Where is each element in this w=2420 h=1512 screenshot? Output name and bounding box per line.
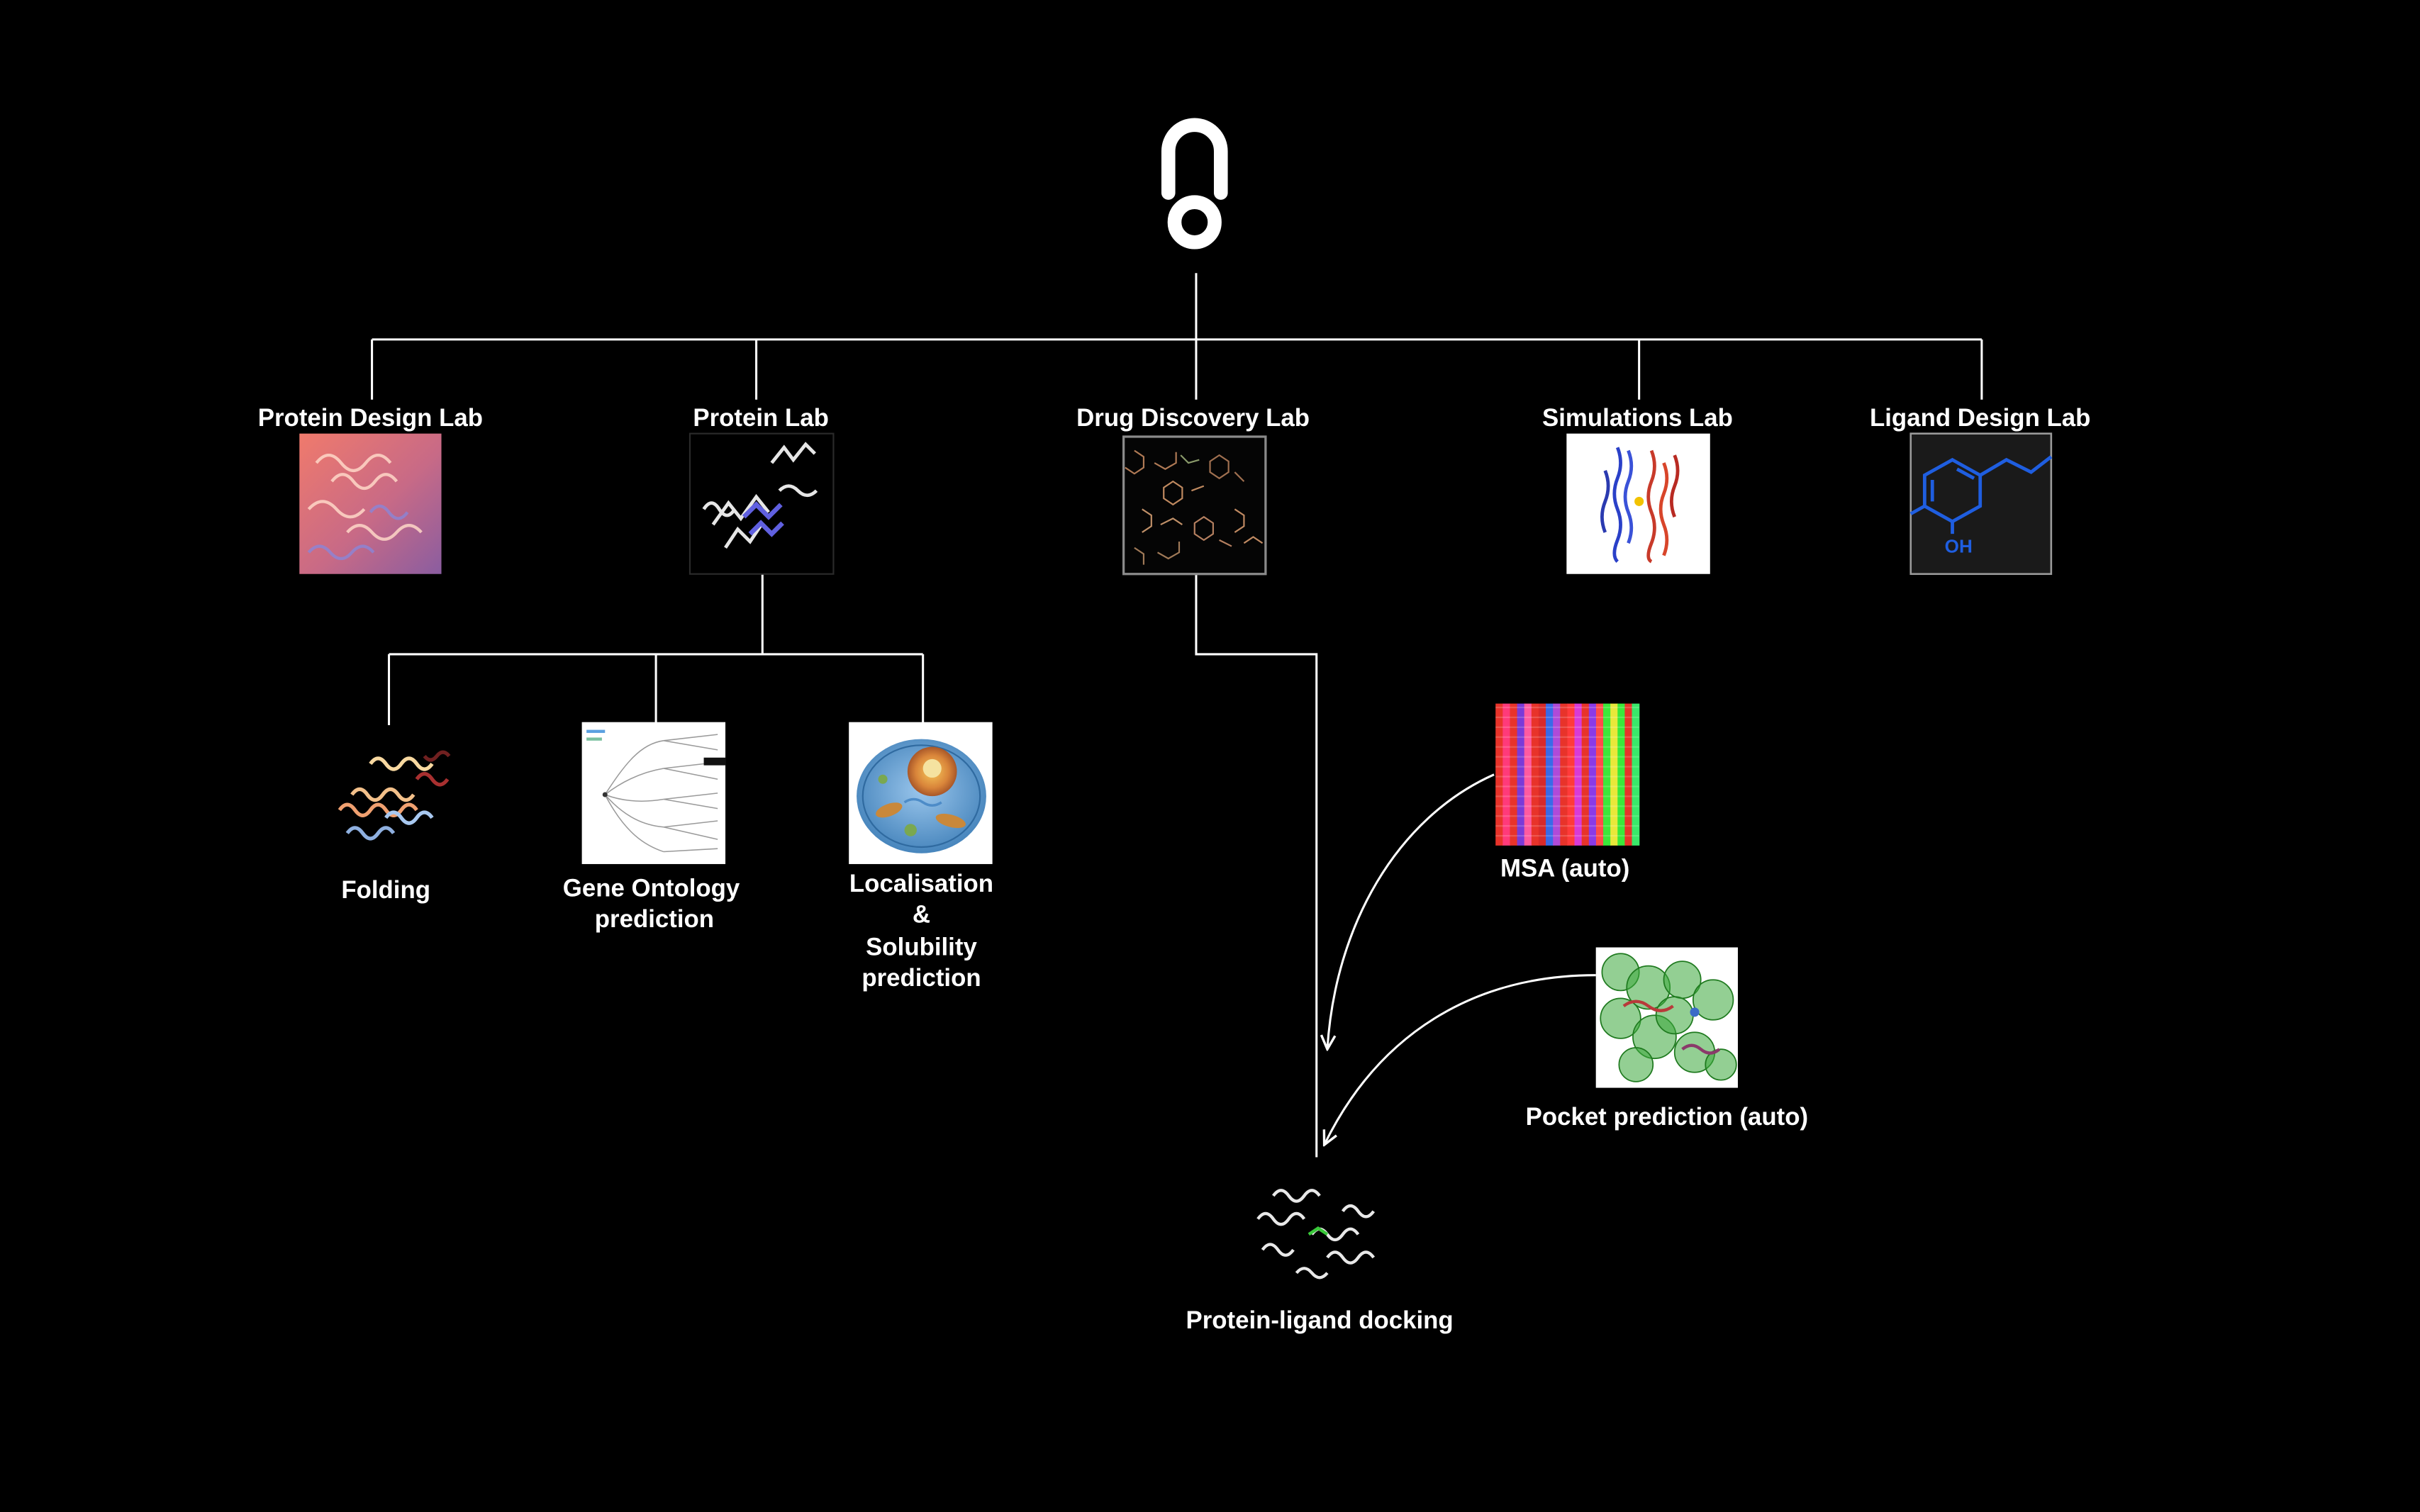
logo-icon <box>1161 118 1228 250</box>
localisation-label-line3: Solubility <box>866 933 977 961</box>
msa-row-divider <box>1495 825 1639 827</box>
msa-row-divider <box>1495 785 1639 788</box>
msa-column <box>1495 703 1503 846</box>
molecule-library-thumbnail-icon[interactable] <box>1122 435 1267 576</box>
protein-ligand-complex-icon[interactable] <box>1256 1189 1376 1279</box>
msa-row-divider <box>1495 766 1639 768</box>
protein-structure-thumbnail-icon[interactable] <box>688 432 835 575</box>
msa-column <box>1517 703 1525 846</box>
msa-column <box>1588 703 1597 846</box>
msa-row-divider <box>1495 805 1639 807</box>
msa-column <box>1546 703 1554 846</box>
gene-ontology-label-line1: Gene Ontology <box>563 875 740 902</box>
msa-row-divider <box>1495 746 1639 748</box>
msa-row-divider <box>1495 726 1639 728</box>
msa-column <box>1524 703 1532 846</box>
hierarchy-connectors <box>371 273 1983 1158</box>
cell-icon[interactable] <box>849 722 993 864</box>
drug-discovery-lab-label: Drug Discovery Lab <box>1076 404 1310 432</box>
msa-row-divider <box>1495 736 1639 738</box>
msa-column <box>1595 703 1604 846</box>
msa-row-divider <box>1495 835 1639 837</box>
docking-label: Protein-ligand docking <box>1186 1306 1454 1334</box>
protein-design-lab-label: Protein Design Lab <box>258 404 483 432</box>
msa-column <box>1510 703 1518 846</box>
folding-label: Folding <box>341 876 430 904</box>
sequence-alignment-icon[interactable] <box>1495 703 1640 846</box>
chemical-structure-thumbnail-icon[interactable]: OH <box>1909 432 2053 576</box>
msa-column <box>1581 703 1590 846</box>
msa-column <box>1553 703 1561 846</box>
simulations-lab-label: Simulations Lab <box>1542 404 1733 432</box>
binding-pocket-icon[interactable] <box>1595 947 1738 1088</box>
msa-column <box>1617 703 1626 846</box>
ligand-design-lab-label: Ligand Design Lab <box>1870 404 2090 432</box>
msa-column <box>1538 703 1546 846</box>
msa-row-divider <box>1495 795 1639 797</box>
msa-row-divider <box>1495 815 1639 817</box>
msa-row-divider <box>1495 716 1639 719</box>
gene-ontology-label-line2: prediction <box>595 905 714 933</box>
msa-column <box>1624 703 1633 846</box>
folded-protein-icon[interactable] <box>338 750 451 841</box>
msa-column <box>1603 703 1611 846</box>
msa-row-divider <box>1495 775 1639 778</box>
msa-column <box>1502 703 1511 846</box>
protein-lab-label: Protein Lab <box>693 404 829 432</box>
msa-column <box>1531 703 1539 846</box>
msa-column <box>1610 703 1618 846</box>
protein-design-thumbnail-icon[interactable] <box>299 433 442 574</box>
localisation-label-line4: prediction <box>862 964 981 992</box>
membrane-protein-thumbnail-icon[interactable] <box>1566 433 1710 574</box>
msa-column <box>1560 703 1568 846</box>
msa-row-divider <box>1495 756 1639 758</box>
ontology-tree-icon[interactable] <box>581 722 726 864</box>
msa-column <box>1632 703 1640 846</box>
msa-row-divider <box>1495 706 1639 709</box>
msa-column <box>1567 703 1576 846</box>
pocket-prediction-label: Pocket prediction (auto) <box>1526 1103 1808 1131</box>
hydroxyl-label: OH <box>1945 535 1973 556</box>
msa-label: MSA (auto) <box>1500 854 1629 882</box>
localisation-label-line1: Localisation <box>849 870 993 897</box>
localisation-label-line2: & <box>913 901 930 929</box>
msa-column <box>1574 703 1583 846</box>
